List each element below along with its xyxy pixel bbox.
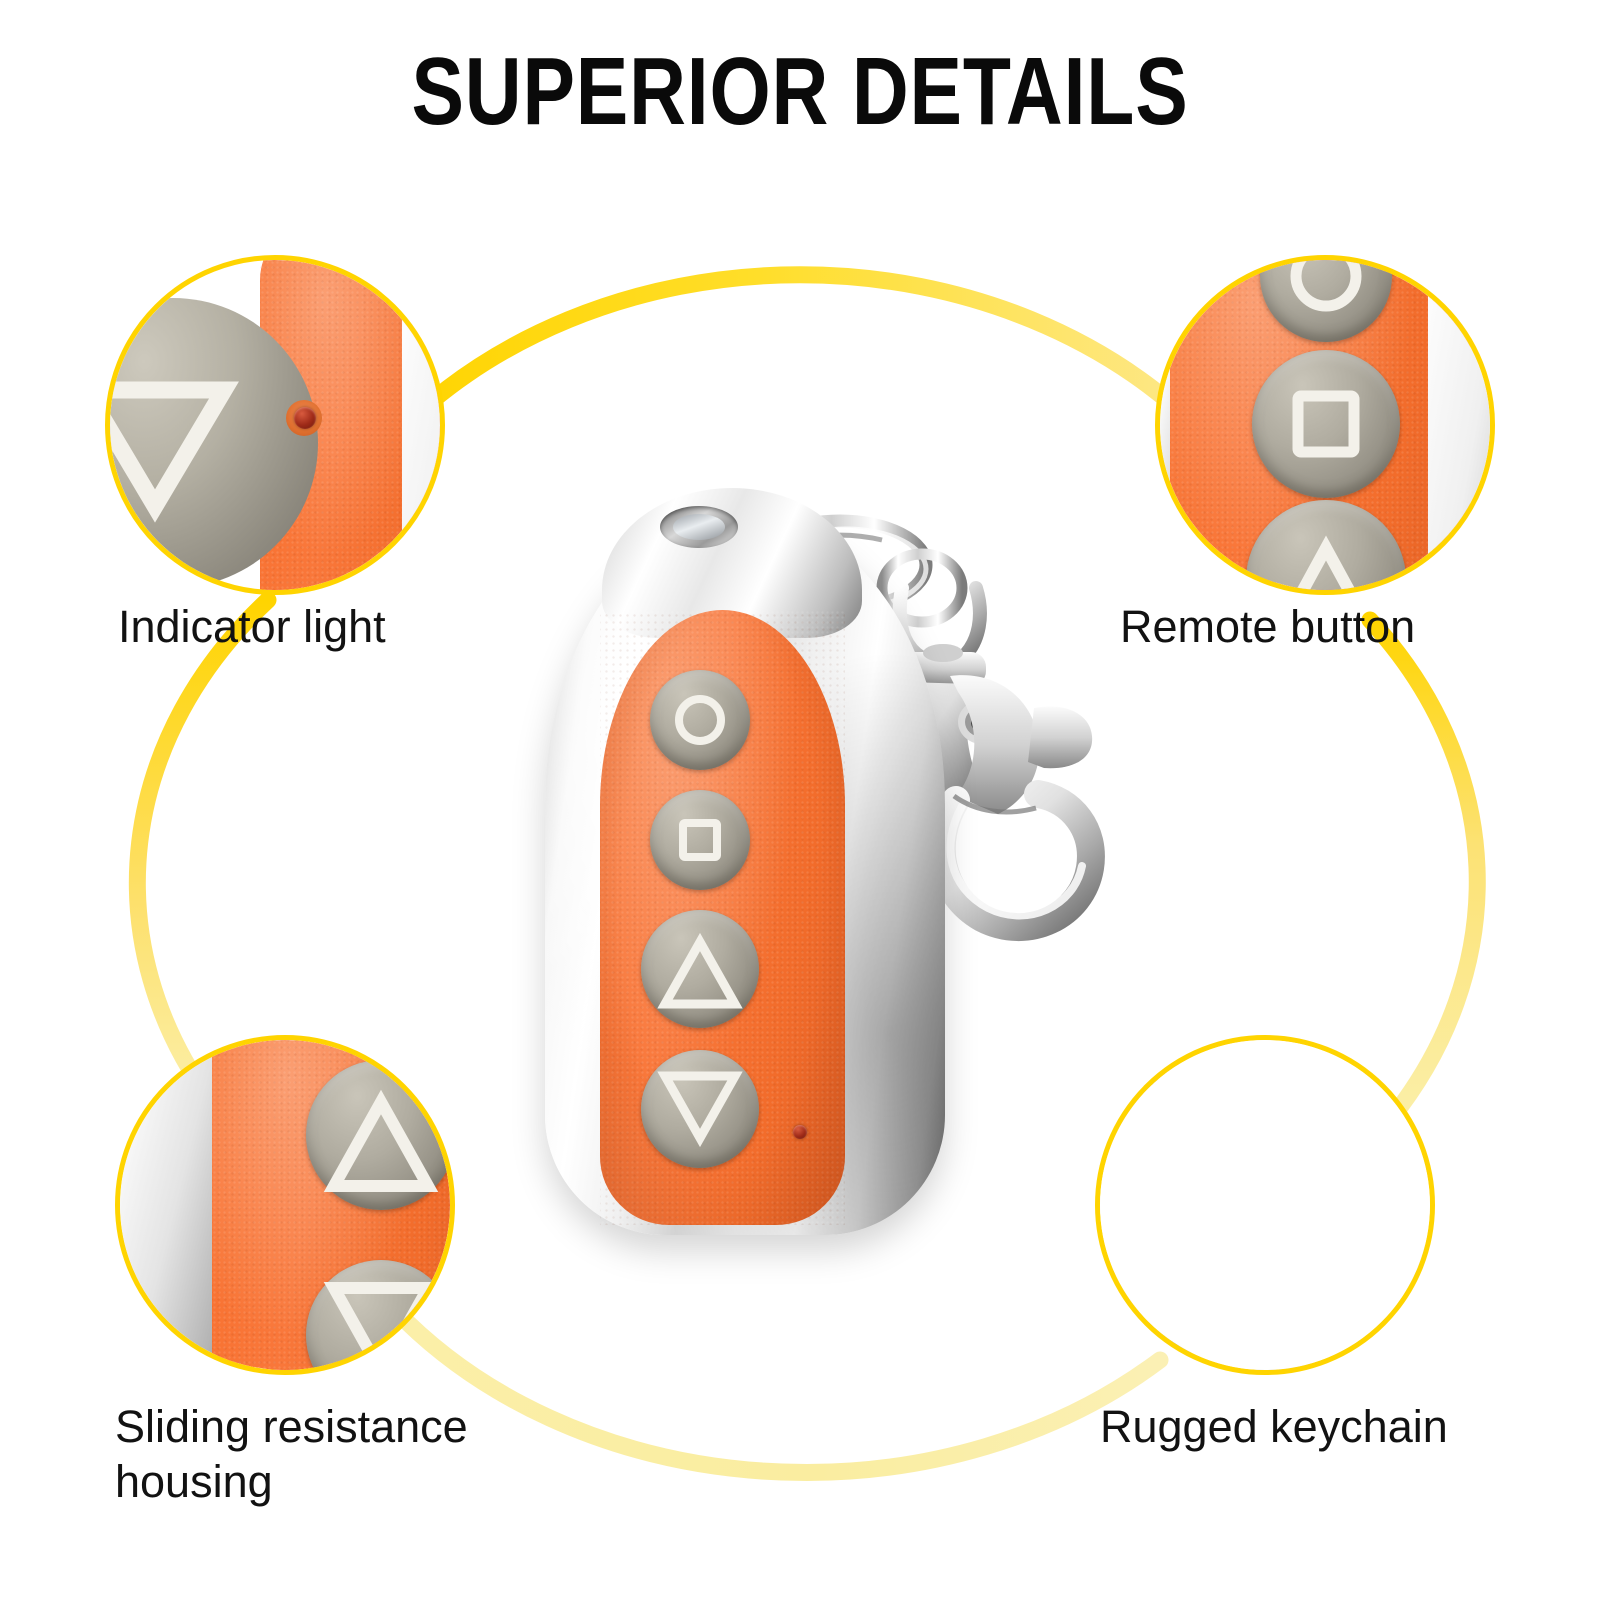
- connector-arc-left: [128, 591, 277, 1109]
- chrome-shell-right: [1428, 260, 1490, 590]
- connector-arc-bottom: [386, 1301, 1169, 1481]
- triangle-up-icon: [1296, 535, 1356, 590]
- remote-eyelet-hole: [673, 514, 725, 540]
- callout-indicator-light[interactable]: [105, 255, 445, 595]
- callout-sliding-resistance-housing[interactable]: [115, 1035, 455, 1375]
- triangle-up-icon: [323, 1089, 439, 1192]
- circle-button: [1260, 260, 1392, 342]
- remote-button-down[interactable]: [641, 1050, 759, 1168]
- remote-button-square[interactable]: [650, 790, 750, 890]
- callout-rugged-keychain-image: [1100, 1040, 1430, 1370]
- circle-icon: [1290, 260, 1362, 312]
- thumb-lever: [1028, 706, 1093, 769]
- down-button: [306, 1260, 450, 1370]
- chrome-shell: [402, 260, 440, 590]
- triangle-down-icon: [110, 381, 239, 523]
- square-button: [1252, 350, 1400, 498]
- callout-sliding-resistance-housing-image: [120, 1040, 450, 1370]
- up-button: [306, 1060, 450, 1210]
- remote-indicator-led: [793, 1125, 807, 1139]
- remote-button-up[interactable]: [641, 910, 759, 1028]
- triangle-down-icon: [657, 1071, 743, 1148]
- up-button: [1246, 500, 1406, 590]
- connector-arc-top: [391, 266, 1209, 439]
- callout-indicator-light-image: [110, 260, 440, 590]
- chrome-side-shell: [120, 1040, 220, 1370]
- callout-remote-button-image: [1160, 260, 1490, 590]
- triangle-down-icon: [323, 1282, 439, 1370]
- callout-label-remote-button: Remote button: [1120, 601, 1416, 652]
- remote-button-circle[interactable]: [650, 670, 750, 770]
- callout-label-sliding-resistance-housing: Sliding resistance housing: [115, 1401, 468, 1507]
- callout-remote-button[interactable]: [1155, 255, 1495, 595]
- triangle-up-icon: [657, 932, 743, 1009]
- down-button: [110, 298, 318, 588]
- indicator-led: [294, 407, 316, 429]
- circle-icon: [675, 695, 725, 745]
- callout-rugged-keychain[interactable]: [1095, 1035, 1435, 1375]
- page-title: SUPERIOR DETAILS: [411, 38, 1189, 145]
- product-remote[interactable]: [510, 470, 1170, 1270]
- callout-label-rugged-keychain: Rugged keychain: [1100, 1401, 1448, 1452]
- square-icon: [1292, 390, 1360, 458]
- square-icon: [679, 819, 721, 861]
- callout-label-indicator-light: Indicator light: [118, 601, 386, 652]
